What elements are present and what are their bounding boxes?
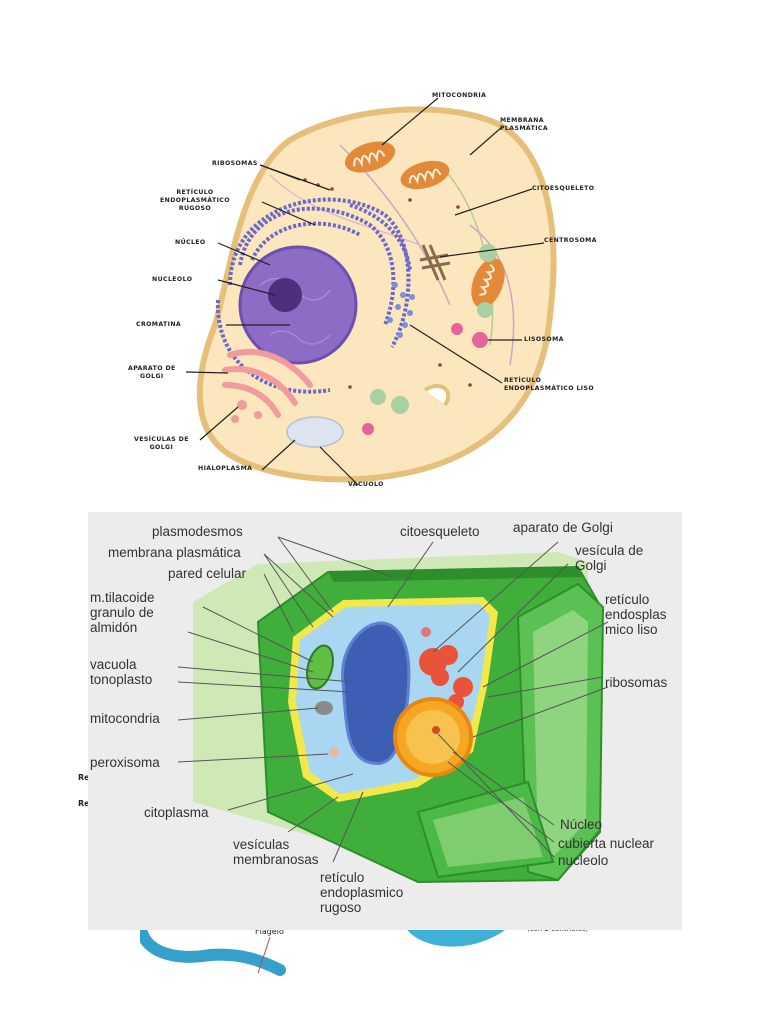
fragment-re-1: Re: [78, 773, 90, 782]
label-citoesqueleto: CITOESQUELETO: [532, 185, 595, 192]
fragment-re-2: Re: [78, 799, 90, 808]
vacuole-shape: [286, 416, 344, 448]
label-cromatina: CROMATINA: [136, 321, 182, 328]
nucleolus-shape: [268, 278, 302, 312]
animal-cell-diagram: MITOCONDRIA MEMBRANA PLASMÁTICA RIBOSOMA…: [120, 85, 610, 495]
label-nucleo: NÚCLEO: [175, 239, 206, 246]
animal-cell-illustration: [185, 97, 557, 486]
label-nucleolo: nucleolo: [558, 853, 609, 868]
smooth-er: [387, 282, 415, 338]
cell-fragment-blue: [405, 927, 505, 947]
animal-cell-membrane: [196, 106, 557, 483]
plant-cell-illustration: [177, 536, 609, 884]
label-ribosomas: ribosomas: [605, 675, 668, 690]
label-membrana-plasmatica: membrana plasmática: [108, 545, 241, 560]
label-cubierta-nuclear: cubierta nuclear: [558, 836, 655, 851]
plant-leader-lines: [177, 536, 609, 863]
label-peroxisoma: peroxisoma: [90, 755, 160, 770]
label-citoesqueleto: citoesqueleto: [400, 524, 480, 539]
fragment-flagelo: Flagelo: [255, 927, 284, 936]
label-citoplasma: citoplasma: [144, 805, 209, 820]
mitochondrion-3: [471, 258, 505, 308]
label-nucleo: Núcleo: [560, 817, 603, 832]
label-plasmodesmos: plasmodesmos: [152, 524, 243, 539]
label-reticulo-rugoso: retículo endoplasmico rugoso: [320, 870, 404, 915]
label-hialoplasma: HIALOPLASMA: [198, 465, 253, 472]
lysosome-shape: [472, 332, 488, 348]
label-vesiculas-golgi: VESÍCULAS DE GOLGI: [134, 436, 189, 451]
chloroplast-shape: [306, 644, 334, 690]
plant-cell-diagram: plasmodesmos membrana plasmática pared c…: [88, 512, 682, 930]
label-aparato-golgi: aparato de Golgi: [513, 520, 613, 535]
label-reticulo-liso: retículo endosplas mico liso: [605, 592, 667, 637]
label-centrosoma: CENTROSOMA: [544, 237, 597, 244]
label-vacuolo: VACUOLO: [348, 481, 384, 488]
mitochondrion-2: [400, 160, 450, 190]
label-mitocondria: mitocondria: [90, 711, 160, 726]
label-reticulo-rugoso: RETÍCULO ENDOPLASMÁTICO RUGOSO: [160, 189, 230, 212]
label-tilacoide: m.tilacoide granulo de almidón: [90, 590, 155, 635]
label-mitocondria: MITOCONDRIA: [432, 92, 487, 99]
animal-leader-lines: [185, 97, 545, 486]
label-pared-celular: pared celular: [168, 566, 247, 581]
label-reticulo-liso: RETÍCULO ENDOPLASMÁTICO LISO: [504, 377, 595, 392]
golgi-shape: [222, 348, 313, 418]
label-membrana-plasmatica: MEMBRANA PLASMÁTICA: [500, 117, 549, 132]
label-aparato-golgi: APARATO DE GOLGI: [128, 365, 176, 380]
label-ribosomas: RIBOSOMAS: [212, 160, 258, 167]
golgi-shape: [419, 645, 473, 710]
mitochondrion-1: [344, 141, 396, 173]
label-vesiculas-membranosas: vesículas membranosas: [233, 837, 319, 867]
flagellum-shape: [140, 927, 286, 976]
nucleolus-shape: [432, 726, 440, 734]
centrosome-shape: [419, 244, 451, 281]
label-nucleolo: NUCLEOLO: [152, 276, 193, 283]
label-vesicula-golgi: vesícula de Golgi: [575, 543, 644, 573]
label-vacuola: vacuola tonoplasto: [90, 657, 153, 687]
label-lisosoma: LISOSOMA: [524, 336, 564, 343]
